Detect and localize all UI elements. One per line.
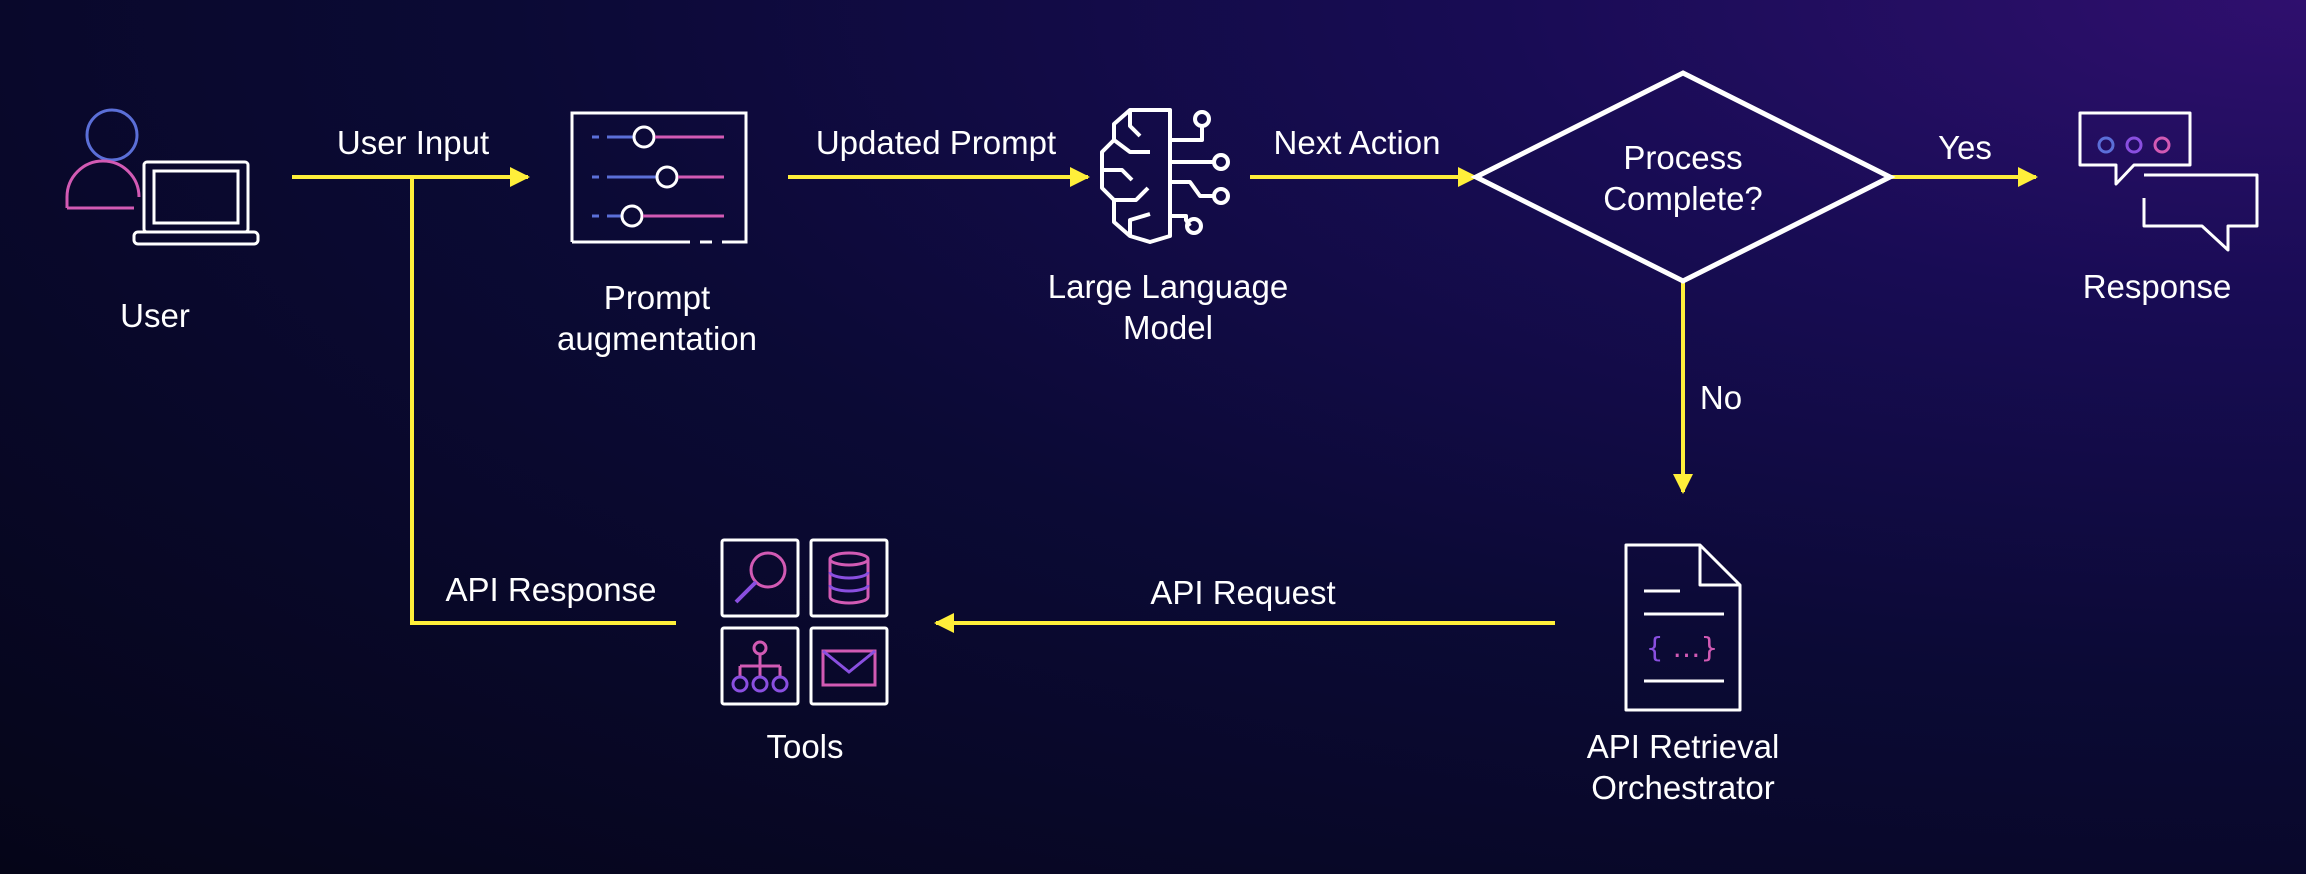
edge-label-api-response: API Response	[445, 571, 657, 608]
edge-label-updated-prompt: Updated Prompt	[815, 124, 1057, 161]
edge-label-next-action: Next Action	[1273, 124, 1441, 161]
decision-label-line2: Complete?	[1603, 180, 1763, 217]
decision-diamond	[1470, 70, 1896, 284]
edge-label-yes: Yes	[1938, 129, 1992, 166]
connectors	[292, 167, 2038, 633]
api-orchestrator-label-line1: API Retrieval	[1586, 728, 1780, 765]
prompt-augmentation-label-line1: Prompt	[603, 279, 711, 316]
user-label: User	[120, 297, 190, 334]
llm-label-line2: Model	[1123, 309, 1213, 346]
tools-label: Tools	[766, 728, 844, 765]
prompt-augmentation-label: Prompt augmentation	[557, 277, 757, 359]
arrow-api-response	[410, 177, 676, 625]
ai-brain-icon	[1100, 108, 1230, 244]
sliders-icon	[570, 111, 748, 244]
llm-label-line1: Large Language	[1047, 268, 1289, 305]
mail-icon	[821, 649, 877, 687]
hierarchy-icon	[731, 640, 789, 693]
edge-label-api-request: API Request	[1150, 574, 1336, 611]
tools-icon-grid	[720, 538, 889, 706]
search-icon	[734, 551, 787, 604]
edge-label-user-input: User Input	[336, 124, 490, 161]
edge-label-no: No	[1699, 379, 1743, 416]
llm-label: Large Language Model	[1048, 266, 1288, 348]
chat-bubbles-icon	[2078, 111, 2259, 252]
decision-label-line1: Process	[1623, 139, 1743, 176]
api-orchestrator-label-line2: Orchestrator	[1591, 769, 1775, 806]
prompt-augmentation-label-line2: augmentation	[557, 320, 757, 357]
response-label: Response	[2082, 268, 2232, 305]
database-icon	[828, 551, 870, 605]
user-laptop-icon	[65, 108, 260, 246]
json-braces-glyph: { …}	[1646, 631, 1719, 664]
json-document-icon	[1624, 543, 1742, 712]
decision-label: Process Complete?	[1603, 137, 1763, 219]
api-orchestrator-label: API Retrieval Orchestrator	[1587, 726, 1780, 808]
